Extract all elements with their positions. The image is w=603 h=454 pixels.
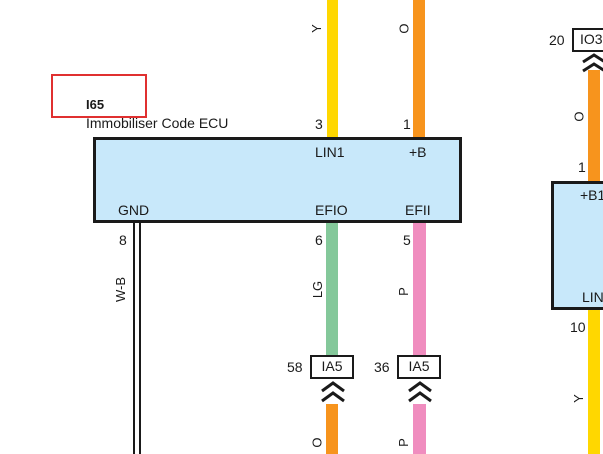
chevron-connector-icon [408, 381, 432, 403]
ecu-name: Immobiliser Code ECU [86, 115, 229, 131]
wire-wb-ground [133, 223, 141, 454]
pin-num-gnd: 8 [119, 232, 127, 248]
wire-green-efio [326, 223, 338, 356]
connector-pin-58: 58 [287, 359, 303, 375]
wire-orange-right-top [588, 70, 600, 181]
wire-label-wb: W-B [113, 276, 129, 303]
pin-num-b: 1 [403, 116, 411, 132]
wire-yellow-right-bottom [588, 310, 600, 454]
immobiliser-ecu-box [93, 137, 462, 223]
pin-num-lin1: 3 [315, 116, 323, 132]
right-pin-num-bottom: 10 [570, 319, 586, 335]
pin-label-efio: EFIO [315, 202, 348, 218]
wire-label-o-right: O [571, 111, 587, 122]
connector-pin-20: 20 [549, 32, 565, 48]
highlight-box [51, 74, 147, 118]
pin-label-lin1: LIN1 [315, 144, 345, 160]
wire-label-y-top: Y [308, 24, 324, 33]
wire-label-p-bottom: P [395, 438, 411, 447]
ecu-code: I65 [86, 97, 105, 112]
wire-label-o-top: O [396, 23, 412, 34]
connector-ia5-right: IA5 [397, 355, 441, 379]
pin-label-efii: EFII [405, 202, 431, 218]
right-label-top: +B1 [580, 187, 603, 203]
wire-label-lg: LG [310, 280, 326, 299]
pin-label-b: +B [409, 144, 427, 160]
right-component-box [551, 181, 603, 310]
wire-orange-below-ia5 [326, 404, 338, 454]
connector-ia5-left: IA5 [310, 355, 354, 379]
wire-pink-efii [413, 223, 426, 356]
wire-orange-b [413, 0, 425, 137]
chevron-connector-icon [321, 381, 345, 403]
wire-pink-below-ia5 [413, 404, 426, 454]
pin-label-gnd: GND [118, 202, 150, 218]
chevron-connector-icon [582, 53, 603, 73]
right-label-bottom: LIN [582, 289, 603, 305]
wire-label-y-right: Y [570, 394, 586, 403]
connector-io3: IO3 [572, 28, 603, 52]
wire-label-o-bottom: O [309, 437, 325, 448]
pin-num-efio: 6 [315, 232, 323, 248]
wire-label-p: P [395, 287, 411, 296]
pin-num-efii: 5 [403, 232, 411, 248]
wire-yellow-lin1 [327, 0, 338, 137]
right-pin-num-top: 1 [578, 159, 586, 175]
connector-pin-36: 36 [374, 359, 390, 375]
